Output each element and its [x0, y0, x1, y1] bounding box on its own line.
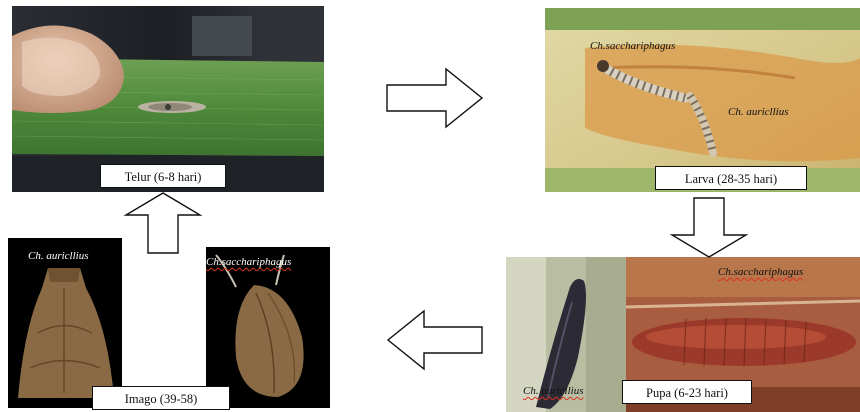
- imago-species-text-2: Ch.sacchariphagus: [206, 256, 291, 268]
- larva-species-label-2: Ch. auricllius: [728, 106, 789, 118]
- arrow-up: [124, 191, 202, 255]
- imago-species-label-1: Ch. auricllius: [28, 250, 89, 262]
- arrow-left: [386, 310, 484, 370]
- imago-stage-label: Imago (39-58): [92, 386, 230, 410]
- arrow-right: [386, 68, 484, 128]
- imago-photo-left: [8, 238, 122, 408]
- pupa-species-label-1: Ch.sacchariphagus: [718, 266, 803, 278]
- larva-photo: [545, 8, 860, 192]
- imago-photo-right: [206, 247, 330, 408]
- larva-photo-image: [545, 8, 860, 192]
- arrow-down: [670, 197, 748, 259]
- larva-stage-label: Larva (28-35 hari): [655, 166, 807, 190]
- imago-photo-left-image: [8, 238, 122, 408]
- pupa-species-text-1: Ch.sacchariphagus: [718, 266, 803, 278]
- larva-species-label-1: Ch.sacchariphagus: [590, 40, 675, 52]
- imago-species-label-2: Ch.sacchariphagus: [206, 256, 291, 268]
- imago-photo-right-image: [206, 247, 330, 408]
- pupa-stage-label: Pupa (6-23 hari): [622, 380, 752, 404]
- pupa-species-text-2: Ch. auricllius: [523, 385, 584, 397]
- egg-stage-label: Telur (6-8 hari): [100, 164, 226, 188]
- pupa-species-label-2: Ch. auricllius: [523, 385, 584, 397]
